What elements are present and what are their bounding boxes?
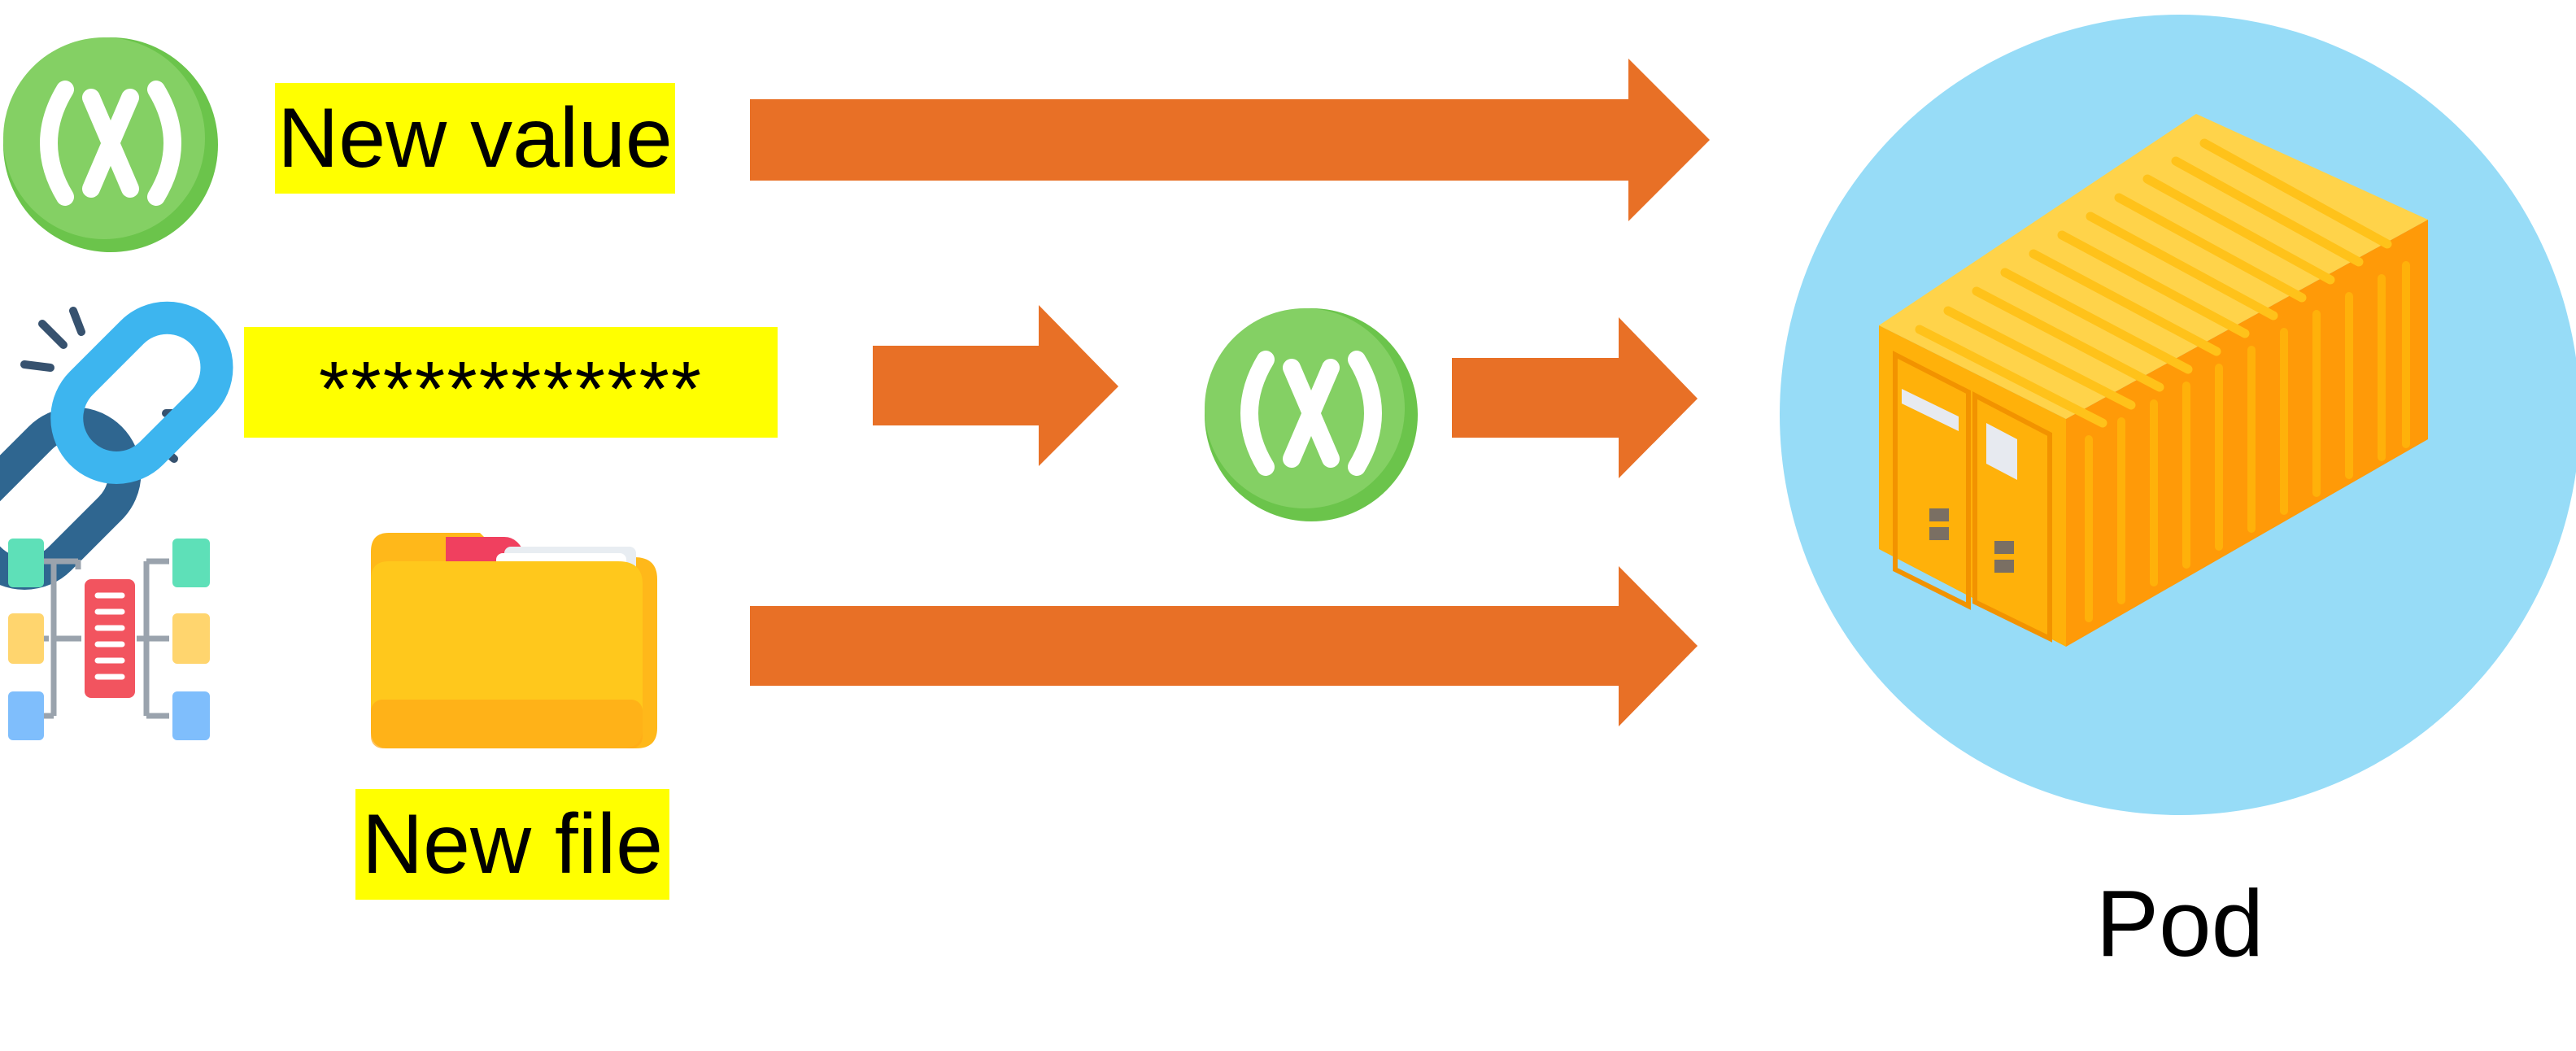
variable-icon-middle bbox=[1205, 308, 1418, 521]
shipping-container-icon bbox=[1879, 114, 2428, 647]
pod-label: Pod bbox=[2095, 870, 2264, 976]
arrow-file-to-pod bbox=[750, 566, 1698, 726]
key-value-map-icon bbox=[8, 539, 210, 740]
arrow-value-to-pod bbox=[750, 59, 1710, 221]
new-file-label: New file bbox=[355, 789, 669, 900]
arrows bbox=[750, 59, 1710, 726]
arrow-variable-to-pod bbox=[1452, 317, 1698, 478]
arrow-secret-to-variable bbox=[873, 305, 1118, 466]
new-value-label: New value bbox=[275, 83, 675, 194]
variable-icon bbox=[3, 37, 218, 252]
chain-link-icon bbox=[0, 301, 233, 590]
secret-label: ************ bbox=[244, 327, 778, 438]
folder-icon bbox=[371, 533, 657, 748]
